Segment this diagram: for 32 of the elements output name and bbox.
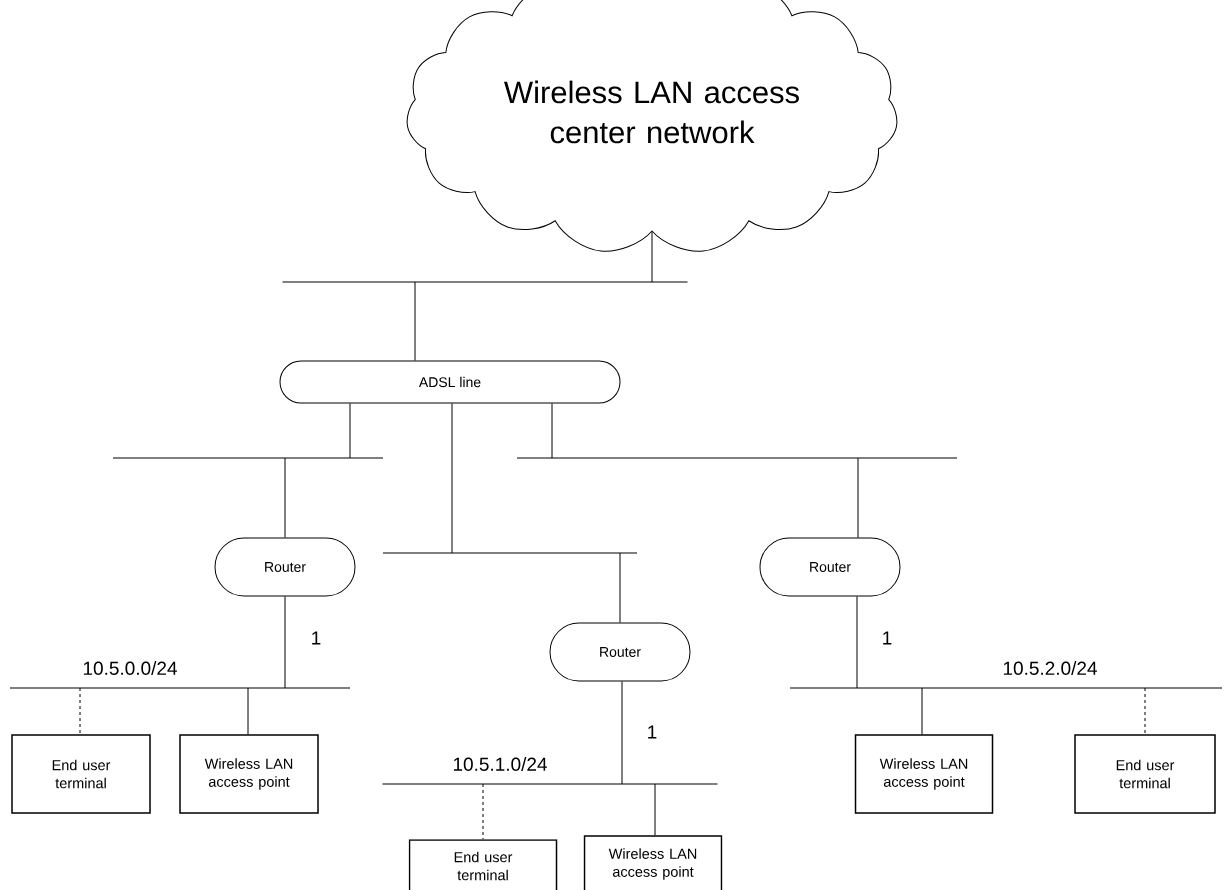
connector-line bbox=[654, 783, 656, 836]
subnet-label: 10.5.1.0/24 bbox=[453, 757, 547, 771]
subnet-label: 10.5.0.0/24 bbox=[83, 661, 177, 675]
connector-line bbox=[482, 783, 484, 840]
connector-line bbox=[621, 681, 623, 785]
rounded-node: ADSL line bbox=[279, 360, 621, 404]
connector-line bbox=[284, 596, 286, 689]
edge-label: 1 bbox=[645, 724, 659, 740]
device-box: Wireless LAN access point bbox=[179, 734, 319, 814]
connector-line bbox=[284, 457, 286, 538]
connector-line bbox=[349, 403, 351, 459]
rounded-node: Router bbox=[214, 537, 356, 597]
edge-label: 1 bbox=[309, 630, 323, 646]
device-box: End user terminal bbox=[408, 839, 558, 890]
connector-line bbox=[921, 687, 923, 735]
connector-line bbox=[857, 457, 859, 538]
connector-line bbox=[414, 281, 416, 361]
device-box: Wireless LAN access point bbox=[854, 734, 994, 814]
device-box: End user terminal bbox=[1074, 734, 1216, 814]
rounded-node: Router bbox=[759, 537, 901, 597]
connector-line bbox=[551, 403, 553, 459]
connector-line bbox=[1144, 687, 1146, 735]
connector-line bbox=[856, 596, 858, 689]
subnet-label: 10.5.2.0/24 bbox=[1003, 661, 1097, 675]
device-box: End user terminal bbox=[11, 734, 151, 814]
connector-line bbox=[79, 687, 81, 735]
edge-label: 1 bbox=[880, 630, 894, 646]
connector-line bbox=[451, 403, 453, 554]
connector-line bbox=[247, 687, 249, 735]
rounded-node: Router bbox=[549, 622, 691, 682]
device-box: Wireless LAN access point bbox=[583, 835, 723, 890]
connector-line bbox=[619, 552, 621, 623]
